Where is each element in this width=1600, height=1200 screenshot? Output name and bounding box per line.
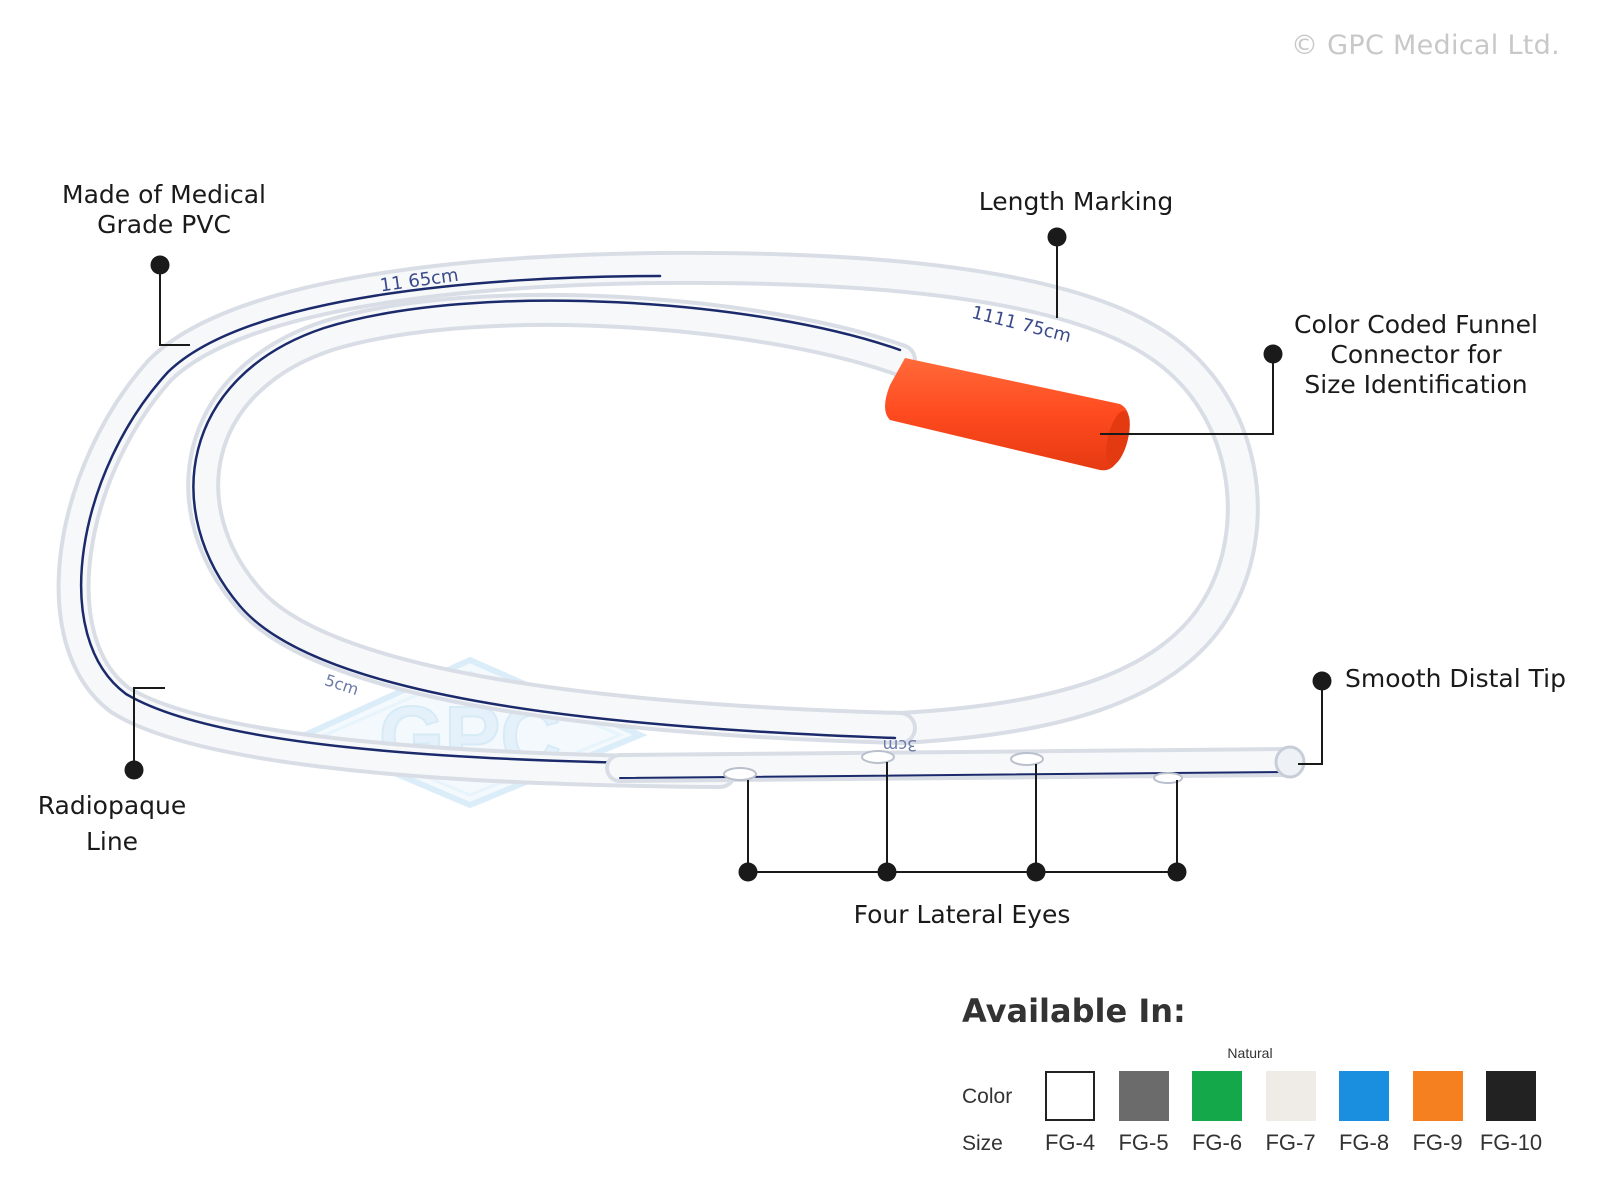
size-label-fg-7: FG-7 — [1265, 1130, 1316, 1155]
label-medical-grade-pvc: Made of Medical Grade PVC — [62, 180, 266, 239]
color-swatch-fg-8 — [1339, 1071, 1389, 1121]
copyright-text: © GPC Medical Ltd. — [1291, 30, 1560, 61]
size-label-fg-4: FG-4 — [1044, 1130, 1096, 1155]
length-marking-bottom: 3cm — [883, 736, 918, 755]
color-row-label: Color — [962, 1085, 1013, 1108]
available-in-title: Available In: — [962, 992, 1186, 1030]
label-radiopaque-line: Radiopaque Line — [37, 791, 187, 856]
label-funnel-connector: Color Coded Funnel Connector for Size Id… — [1294, 310, 1538, 399]
color-swatch-fg-4 — [1045, 1071, 1095, 1121]
size-label-fg-8: FG-8 — [1338, 1130, 1390, 1155]
size-label-fg-10: FG-10 — [1479, 1130, 1543, 1155]
catheter-tube — [56, 250, 1306, 789]
label-smooth-distal-tip: Smooth Distal Tip — [1345, 664, 1566, 693]
size-label-fg-9: FG-9 — [1412, 1130, 1463, 1155]
label-four-lateral-eyes: Four Lateral Eyes — [853, 900, 1071, 929]
color-swatch-fg-10 — [1486, 1071, 1536, 1121]
color-swatch-fg-5 — [1118, 1071, 1169, 1121]
color-swatch-fg-6 — [1192, 1071, 1242, 1121]
natural-note: Natural — [1227, 1045, 1273, 1061]
color-swatch-fg-7 — [1265, 1071, 1316, 1121]
size-label-fg-5: FG-5 — [1118, 1130, 1169, 1155]
size-row-label: Size — [962, 1132, 1003, 1155]
color-swatch-fg-9 — [1412, 1071, 1463, 1121]
funnel-connector — [885, 358, 1130, 471]
callout-lines — [133, 237, 1323, 873]
size-label-fg-6: FG-6 — [1191, 1130, 1243, 1155]
callout-dots — [124, 227, 1332, 882]
label-length-marking: Length Marking — [978, 187, 1174, 216]
